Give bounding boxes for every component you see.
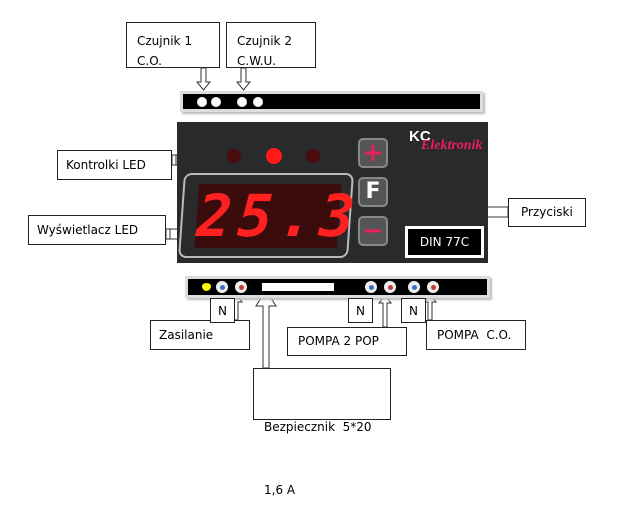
model-label: DIN 77C xyxy=(405,226,484,258)
pump2-label: POMPA 2 POP xyxy=(287,327,407,356)
ground-indicator xyxy=(202,283,211,291)
plus-button[interactable]: + xyxy=(358,138,388,168)
power-terminal-strip xyxy=(185,276,490,298)
arrow-up-icon xyxy=(378,294,392,328)
sensor1-label: Czujnik 1 C.O. xyxy=(126,22,220,68)
neutral-label: N xyxy=(348,298,373,323)
fuse-label: Bezpiecznik 5*20 1,6 A xyxy=(253,368,391,497)
power-label: Zasilanie xyxy=(150,320,250,350)
sensor1-name: Czujnik 1 xyxy=(137,34,192,48)
controller-panel: 25.3 + F − KC Elektronik DIN 77C xyxy=(177,122,488,263)
terminal-n xyxy=(216,281,228,293)
terminal-l xyxy=(427,281,439,293)
display-bezel: 25.3 xyxy=(178,173,364,258)
leds-label: Kontrolki LED xyxy=(57,150,172,180)
sensor-terminal-strip xyxy=(180,91,483,112)
terminal-l xyxy=(235,281,247,293)
led-display: 25.3 xyxy=(194,182,364,250)
terminal-l xyxy=(384,281,396,293)
terminal xyxy=(197,97,207,107)
brand-logo-kc: KC xyxy=(409,128,431,145)
sensor2-circuit: C.W.U. xyxy=(237,54,277,68)
led-3 xyxy=(306,149,320,163)
arrow-down-icon xyxy=(195,67,212,91)
f-button[interactable]: F xyxy=(358,177,388,207)
neutral-label: N xyxy=(210,298,235,323)
neutral-label: N xyxy=(401,298,426,323)
arrow-down-icon xyxy=(235,67,252,91)
arrow-up-icon xyxy=(423,293,437,321)
fuse-rating: 1,6 A xyxy=(264,483,296,497)
sensor2-label: Czujnik 2 C.W.U. xyxy=(226,22,316,68)
sensor2-name: Czujnik 2 xyxy=(237,34,292,48)
minus-button[interactable]: − xyxy=(358,216,388,246)
display-label: Wyświetlacz LED xyxy=(28,215,166,245)
brand-logo: Elektronik xyxy=(421,138,483,153)
pump-co-label: POMPA C.O. xyxy=(426,320,526,350)
terminal-n xyxy=(365,281,377,293)
led-1 xyxy=(227,149,241,163)
sensor1-circuit: C.O. xyxy=(137,54,162,68)
fuse-holder xyxy=(262,283,334,291)
terminal xyxy=(253,97,263,107)
terminal xyxy=(237,97,247,107)
terminal xyxy=(211,97,221,107)
fuse-type: Bezpiecznik 5*20 xyxy=(264,420,372,434)
buttons-label: Przyciski xyxy=(508,198,586,227)
terminal-n xyxy=(408,281,420,293)
led-2 xyxy=(266,148,282,164)
arrow-up-icon xyxy=(255,289,277,369)
